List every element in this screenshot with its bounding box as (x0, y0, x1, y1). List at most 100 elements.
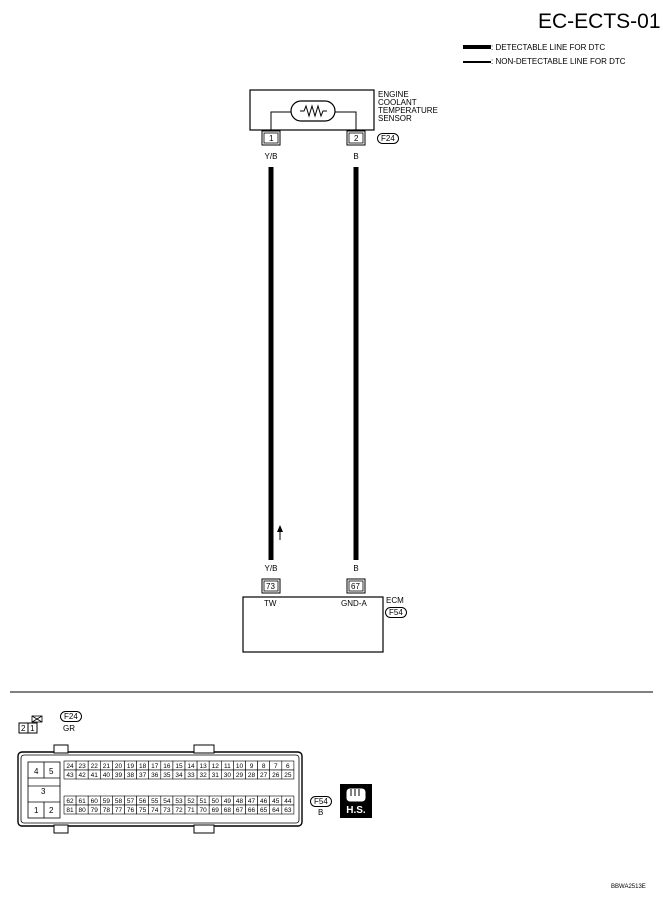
f54-pin-number: 62 (66, 798, 74, 805)
f54-pin-number: 77 (115, 807, 123, 814)
f54-pin-number: 52 (187, 798, 195, 805)
signal-arrow-icon (277, 525, 283, 532)
f54-pin-number: 53 (175, 798, 183, 805)
f54-pin-number: 39 (115, 772, 123, 779)
f54-pin-number: 70 (200, 807, 208, 814)
f54-pin-number: 51 (200, 798, 208, 805)
f54-pin-number: 14 (187, 763, 195, 770)
connector-f24-face (18, 715, 43, 734)
f54-pin-number: 12 (212, 763, 220, 770)
sensor-pin-2-connector (346, 130, 366, 146)
ecm-terminal-gnd-a: GND-A (341, 599, 367, 608)
wire-color-label-left-top: Y/B (264, 152, 278, 161)
f24-color-label: GR (63, 724, 75, 733)
sensor-box (249, 89, 375, 131)
f54-pin-number: 43 (66, 772, 74, 779)
wire-color-label-left-bottom: Y/B (264, 564, 278, 573)
ecm-pin-73-connector (261, 578, 281, 594)
f54-pin-number: 56 (139, 798, 147, 805)
sensor-inner-circuit (270, 111, 292, 132)
legend-detectable-label: : DETECTABLE LINE FOR DTC (491, 43, 606, 52)
f54-pin-number: 57 (127, 798, 135, 805)
hs-badge-text: H.S. (346, 805, 366, 816)
ecm-box (242, 596, 384, 653)
sensor-pin-1-label: 1 (269, 134, 274, 143)
diagram-code: EC-ECTS-01 (538, 10, 661, 33)
detectable-line-swatch (463, 45, 491, 49)
f54-pin-number: 49 (224, 798, 232, 805)
ecm-terminal-tw: TW (264, 599, 277, 608)
sensor-pin-2-label: 2 (354, 134, 359, 143)
f54-connector-tag: F54 (310, 796, 332, 807)
figure-id: BBWA2513E (611, 884, 646, 890)
f54-pin-number: 73 (163, 807, 171, 814)
f54-pin-number: 76 (127, 807, 135, 814)
ecm-pin-73-label: 73 (266, 582, 275, 591)
f54-pin-number: 32 (200, 772, 208, 779)
f54-pin-number: 41 (91, 772, 99, 779)
sensor-name-line4: SENSOR (378, 114, 412, 123)
resistor-zigzag-icon (300, 104, 327, 118)
f54-pin-number: 25 (284, 772, 292, 779)
f54-pin-number: 22 (91, 763, 99, 770)
wire-color-label-right-bottom: B (353, 564, 359, 573)
hs-badge: H.S. (340, 784, 372, 818)
f54-pin-number: 26 (272, 772, 280, 779)
f54-pin-number: 45 (272, 798, 280, 805)
f54-pin-number: 46 (260, 798, 268, 805)
f54-pin-number: 72 (175, 807, 183, 814)
f54-pin-number: 69 (212, 807, 220, 814)
f54-pin-number: 55 (151, 798, 159, 805)
hand-icon (346, 788, 366, 802)
f54-pin-number: 6 (286, 763, 290, 770)
f54-pin-number: 13 (200, 763, 208, 770)
f54-pin-number: 20 (115, 763, 123, 770)
f54-pin-number: 47 (248, 798, 256, 805)
f54-pin-number: 36 (151, 772, 159, 779)
f54-pin-number: 23 (79, 763, 87, 770)
f54-pin-number: 63 (284, 807, 292, 814)
f54-pin-number: 15 (175, 763, 183, 770)
f54-pin-2: 2 (49, 806, 54, 815)
f54-pin-number: 28 (248, 772, 256, 779)
f54-pin-number: 64 (272, 807, 280, 814)
f54-pin-number: 66 (248, 807, 256, 814)
f54-pin-number: 9 (250, 763, 254, 770)
f24-pin-1-label: 1 (30, 724, 35, 733)
f54-pin-number: 68 (224, 807, 232, 814)
ecm-name: ECM (386, 596, 404, 605)
f54-pin-number: 10 (236, 763, 244, 770)
f54-pin-number: 30 (224, 772, 232, 779)
f54-pin-number: 60 (91, 798, 99, 805)
f54-pin-number: 40 (103, 772, 111, 779)
f54-pin-number: 34 (175, 772, 183, 779)
f54-pin-number: 81 (66, 807, 74, 814)
ecm-pin-67-connector (346, 578, 366, 594)
f54-pin-number: 31 (212, 772, 220, 779)
f54-pin-number: 78 (103, 807, 111, 814)
f54-pin-number: 71 (187, 807, 195, 814)
f54-pin-number: 16 (163, 763, 171, 770)
f24-pin-2-label: 2 (21, 724, 26, 733)
sensor-name-line1: ENGINE (378, 90, 409, 99)
sensor-name-line2: COOLANT (378, 98, 417, 107)
f54-pin-number: 79 (91, 807, 99, 814)
non-detectable-line-swatch (463, 61, 491, 63)
f54-pin-number: 44 (284, 798, 292, 805)
f54-pin-number: 80 (79, 807, 87, 814)
f54-color-label: B (318, 808, 324, 817)
f54-pin-number: 65 (260, 807, 268, 814)
f54-pin-number: 48 (236, 798, 244, 805)
f54-pin-number: 37 (139, 772, 147, 779)
f54-pin-number: 35 (163, 772, 171, 779)
f54-pin-5: 5 (49, 767, 54, 776)
f54-pin-1: 1 (34, 806, 39, 815)
f54-pin-number: 75 (139, 807, 147, 814)
f54-pin-number: 38 (127, 772, 135, 779)
sensor-inner-circuit-right (334, 111, 357, 132)
f54-pin-number: 24 (66, 763, 74, 770)
